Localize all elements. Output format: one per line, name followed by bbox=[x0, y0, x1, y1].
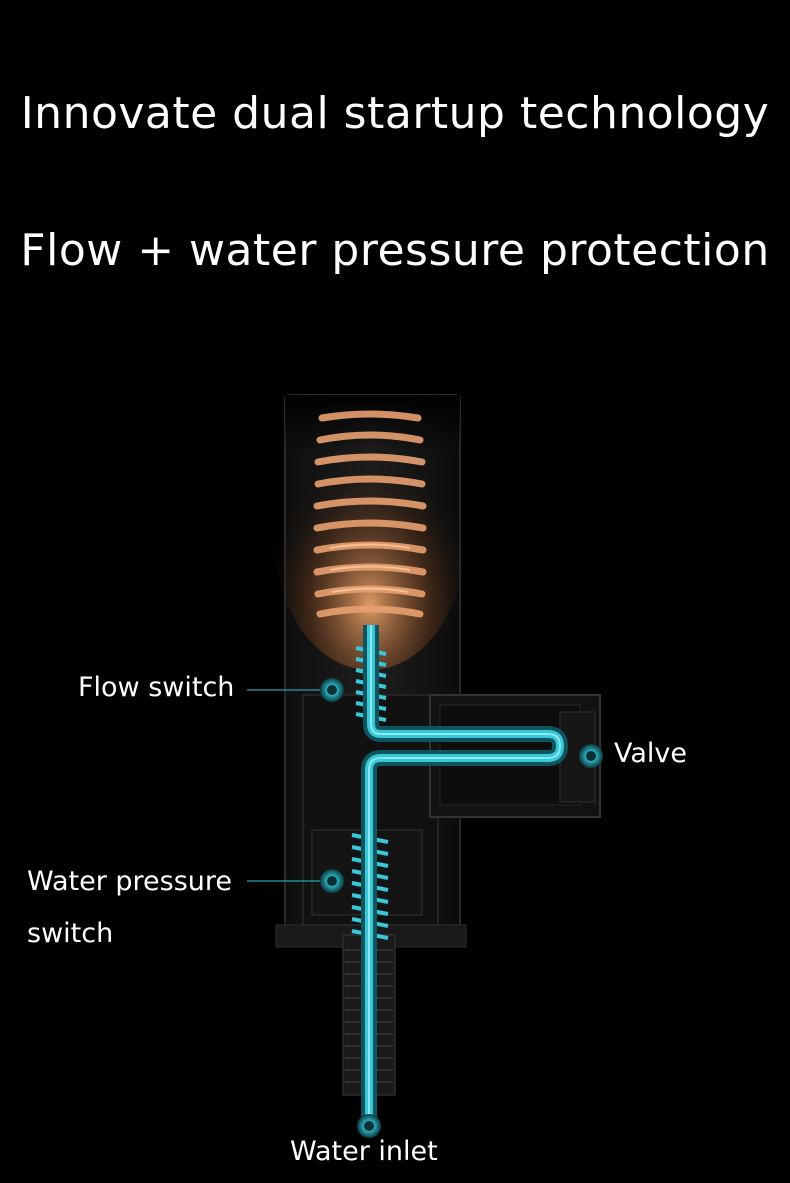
valve-label: Valve bbox=[614, 738, 688, 769]
callout-markers bbox=[247, 678, 603, 1138]
headline-title: Innovate dual startup technology bbox=[20, 88, 770, 139]
water-pressure-switch-label-line1: Water pressure bbox=[27, 866, 233, 897]
water-inlet-label: Water inlet bbox=[290, 1136, 438, 1167]
water-pressure-switch-label-line2: switch bbox=[27, 918, 114, 949]
flow-switch-label: Flow switch bbox=[78, 672, 235, 703]
headline-subtitle: Flow + water pressure protection bbox=[20, 225, 770, 276]
water-channel bbox=[351, 625, 568, 1125]
heating-coil bbox=[275, 410, 465, 670]
